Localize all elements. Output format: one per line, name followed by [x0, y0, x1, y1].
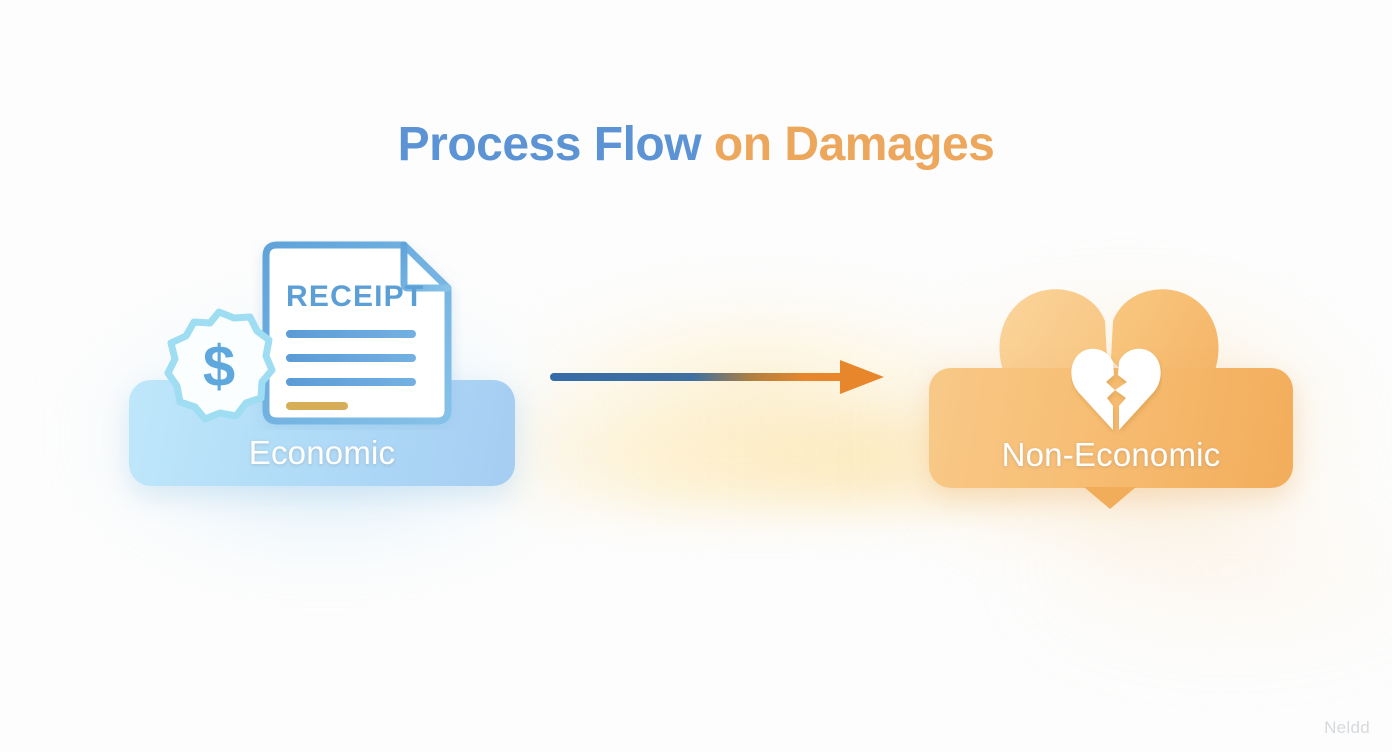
broken-heart-icon: [1070, 346, 1162, 434]
page-title-secondary: on Damages: [701, 118, 995, 172]
svg-text:RECEIPT: RECEIPT: [286, 280, 424, 313]
node-non-economic-tail: [1084, 487, 1136, 509]
node-non-economic-label: Non-Economic: [1001, 436, 1221, 473]
receipt-document-icon: RECEIPT: [252, 240, 462, 430]
lower-right-ambient-glow: [1020, 500, 1392, 640]
node-economic-label: Economic: [248, 434, 396, 471]
flow-connector-arrow: [548, 358, 888, 396]
watermark: Neldd: [1324, 718, 1370, 737]
page-title: Process Flow on Damages: [0, 116, 1392, 174]
dollar-coin-icon: $: [158, 306, 280, 428]
center-ambient-glow: [520, 300, 1000, 510]
svg-text:$: $: [203, 334, 235, 399]
page-title-primary: Process Flow: [397, 118, 702, 172]
